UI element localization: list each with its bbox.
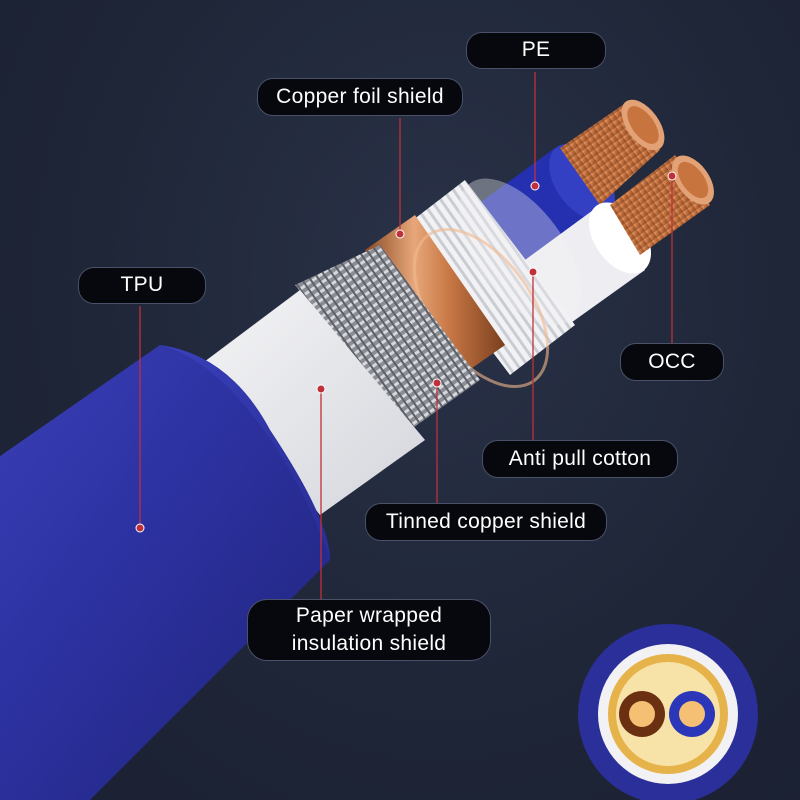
label-anti-pull-cotton: Anti pull cotton: [482, 440, 678, 478]
paper-wrap-layer: [200, 290, 425, 515]
leader-lines: [139, 72, 673, 600]
label-paper-wrapped-insulation-shield: Paper wrapped insulation shield: [247, 599, 491, 661]
label-paper-wrapped-line1: Paper wrapped: [295, 603, 443, 627]
label-copper-foil-shield: Copper foil shield: [257, 78, 463, 116]
cable-cross-section-icon: [578, 624, 758, 800]
label-paper-wrapped-line2: insulation shield: [291, 632, 447, 655]
occ-conductor: [525, 155, 714, 325]
label-tpu: TPU: [78, 267, 206, 304]
label-occ: OCC: [620, 343, 724, 381]
tpu-jacket: [0, 345, 330, 800]
leader-dots: [135, 171, 677, 533]
label-tinned-copper-shield: Tinned copper shield: [365, 503, 607, 541]
label-pe: PE: [466, 32, 606, 69]
